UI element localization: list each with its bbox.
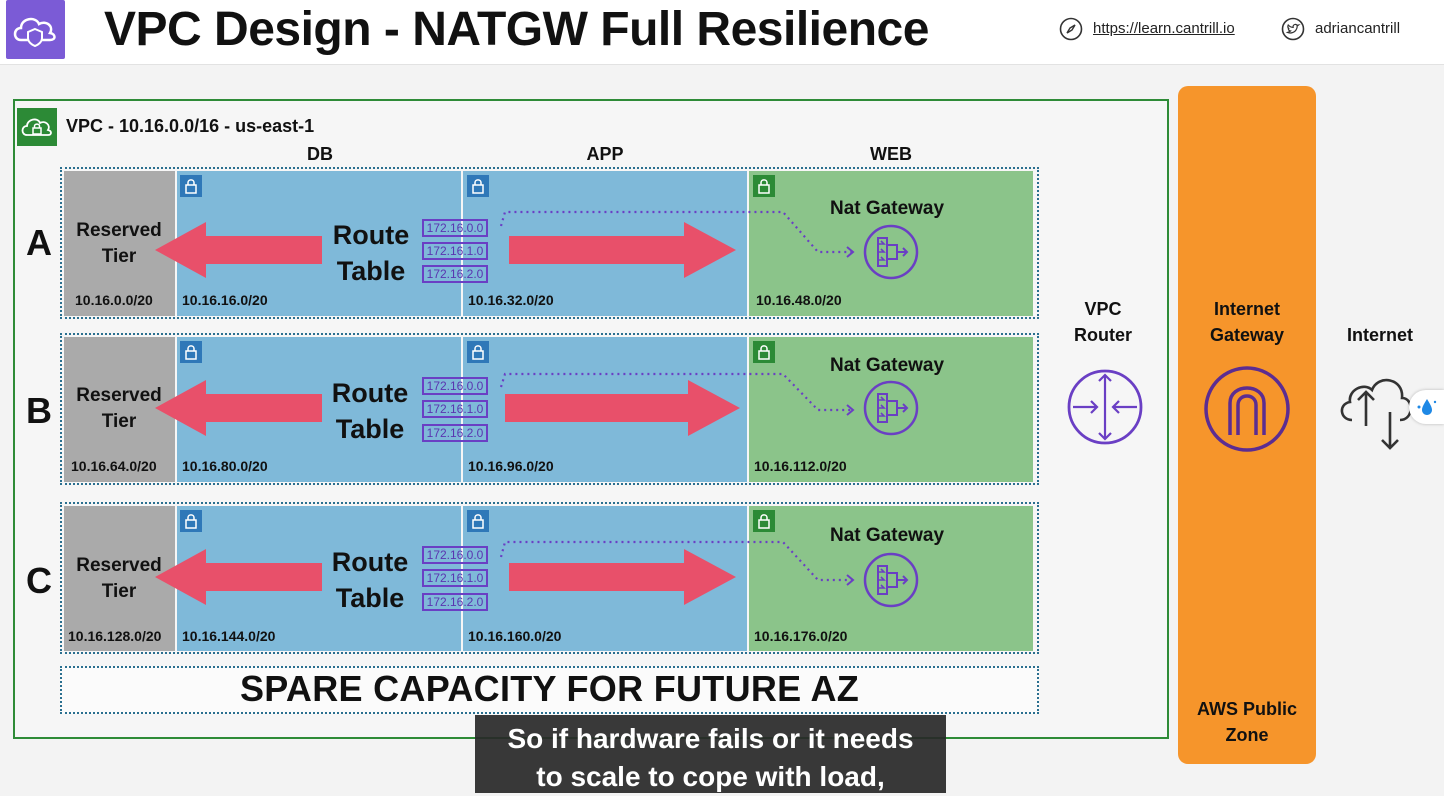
twitter-icon bbox=[1281, 17, 1305, 41]
water-drop-icon bbox=[1417, 399, 1437, 415]
web-cidr: 10.16.112.0/20 bbox=[754, 458, 847, 474]
internet-label: Internet bbox=[1346, 325, 1413, 345]
az-letter: B bbox=[26, 390, 52, 431]
tier-header-app: APP bbox=[586, 144, 624, 164]
left-arrow bbox=[155, 222, 322, 278]
reserved-tier-label: Reserved Tier bbox=[76, 555, 162, 602]
internet-cloud-icon bbox=[1334, 362, 1418, 454]
web-cidr: 10.16.48.0/20 bbox=[756, 292, 842, 308]
reserved-tier-label: Reserved Tier bbox=[76, 220, 162, 267]
site-link[interactable]: https://learn.cantrill.io bbox=[1093, 20, 1235, 37]
reserved-cidr: 10.16.128.0/20 bbox=[68, 628, 162, 644]
lock-icon bbox=[180, 510, 202, 532]
web-subnet bbox=[749, 337, 1033, 482]
route-entry: 172.16.0.0 bbox=[422, 377, 488, 395]
left-arrow bbox=[155, 380, 322, 436]
nat-gateway-label: Nat Gateway bbox=[830, 198, 945, 219]
db-cidr: 10.16.16.0/20 bbox=[182, 292, 268, 308]
az-letter: C bbox=[26, 560, 52, 601]
subtitle-caption-box bbox=[475, 715, 946, 793]
floating-assistant-button[interactable] bbox=[1409, 390, 1444, 424]
nat-gateway-label: Nat Gateway bbox=[830, 525, 945, 546]
lock-icon bbox=[467, 341, 489, 363]
app-cidr: 10.16.160.0/20 bbox=[468, 628, 562, 644]
route-table-label: Route Table bbox=[331, 378, 409, 444]
az-c-container bbox=[60, 502, 1039, 654]
nat-gateway-icon bbox=[863, 224, 919, 280]
vpc-label: VPC - 10.16.0.0/16 - us-east-1 bbox=[66, 116, 315, 136]
route-entry: 172.16.1.0 bbox=[422, 242, 488, 260]
web-cidr: 10.16.176.0/20 bbox=[754, 628, 848, 644]
lock-icon bbox=[753, 510, 775, 532]
vpc-router-icon bbox=[1067, 369, 1143, 445]
internet-gateway-label: Internet Gateway bbox=[1209, 299, 1285, 345]
az-a-container bbox=[60, 167, 1039, 319]
internet-gateway-icon bbox=[1203, 365, 1291, 453]
reserved-subnet bbox=[64, 506, 175, 651]
route-table-label: Route Table bbox=[331, 547, 409, 613]
route-table-label: Route Table bbox=[332, 220, 410, 286]
left-arrow bbox=[155, 549, 322, 605]
tier-header-web: WEB bbox=[870, 144, 912, 164]
header-bar bbox=[0, 0, 1444, 65]
reserved-tier-label: Reserved Tier bbox=[76, 385, 162, 432]
app-cidr: 10.16.32.0/20 bbox=[468, 292, 554, 308]
route-entry: 172.16.2.0 bbox=[422, 424, 488, 442]
az-letter: A bbox=[26, 222, 52, 263]
right-arrow bbox=[505, 380, 740, 436]
spare-capacity-box bbox=[60, 666, 1039, 714]
spare-capacity-label: SPARE CAPACITY FOR FUTURE AZ bbox=[239, 668, 860, 709]
nat-gateway-label: Nat Gateway bbox=[830, 355, 945, 376]
tier-header-db: DB bbox=[307, 144, 333, 164]
route-entry: 172.16.1.0 bbox=[422, 400, 488, 418]
vpc-cloud-lock-icon bbox=[17, 108, 57, 146]
route-entry: 172.16.2.0 bbox=[422, 593, 488, 611]
twitter-handle[interactable]: adriancantrill bbox=[1315, 20, 1401, 37]
reserved-cidr: 10.16.0.0/20 bbox=[75, 292, 153, 308]
right-arrow bbox=[509, 222, 736, 278]
db-cidr: 10.16.80.0/20 bbox=[182, 458, 268, 474]
az-b-container bbox=[60, 333, 1039, 485]
web-subnet bbox=[749, 506, 1033, 651]
reserved-cidr: 10.16.64.0/20 bbox=[71, 458, 157, 474]
db-cidr: 10.16.144.0/20 bbox=[182, 628, 276, 644]
lock-icon bbox=[180, 175, 202, 197]
lock-icon bbox=[753, 175, 775, 197]
lock-icon bbox=[180, 341, 202, 363]
lock-icon bbox=[753, 341, 775, 363]
aws-public-zone-label: AWS Public Zone bbox=[1196, 699, 1297, 745]
web-subnet bbox=[749, 171, 1033, 316]
app-cidr: 10.16.96.0/20 bbox=[468, 458, 554, 474]
route-entry: 172.16.2.0 bbox=[422, 265, 488, 283]
reserved-subnet bbox=[64, 171, 175, 316]
reserved-subnet bbox=[64, 337, 175, 482]
subtitle-caption-text: So if hardware fails or it needs to scal… bbox=[507, 723, 914, 792]
nat-gateway-icon bbox=[863, 552, 919, 608]
right-arrow bbox=[509, 549, 736, 605]
route-entry: 172.16.1.0 bbox=[422, 569, 488, 587]
compass-icon bbox=[1059, 17, 1083, 41]
route-entry: 172.16.0.0 bbox=[422, 546, 488, 564]
route-entry: 172.16.0.0 bbox=[422, 219, 488, 237]
lock-icon bbox=[467, 175, 489, 197]
lock-icon bbox=[467, 510, 489, 532]
vpc-router-label: VPC Router bbox=[1074, 299, 1132, 345]
aws-public-zone bbox=[1178, 86, 1316, 764]
cloud-shield-icon bbox=[6, 0, 65, 59]
page-title: VPC Design - NATGW Full Resilience bbox=[104, 3, 929, 56]
nat-gateway-icon bbox=[863, 380, 919, 436]
